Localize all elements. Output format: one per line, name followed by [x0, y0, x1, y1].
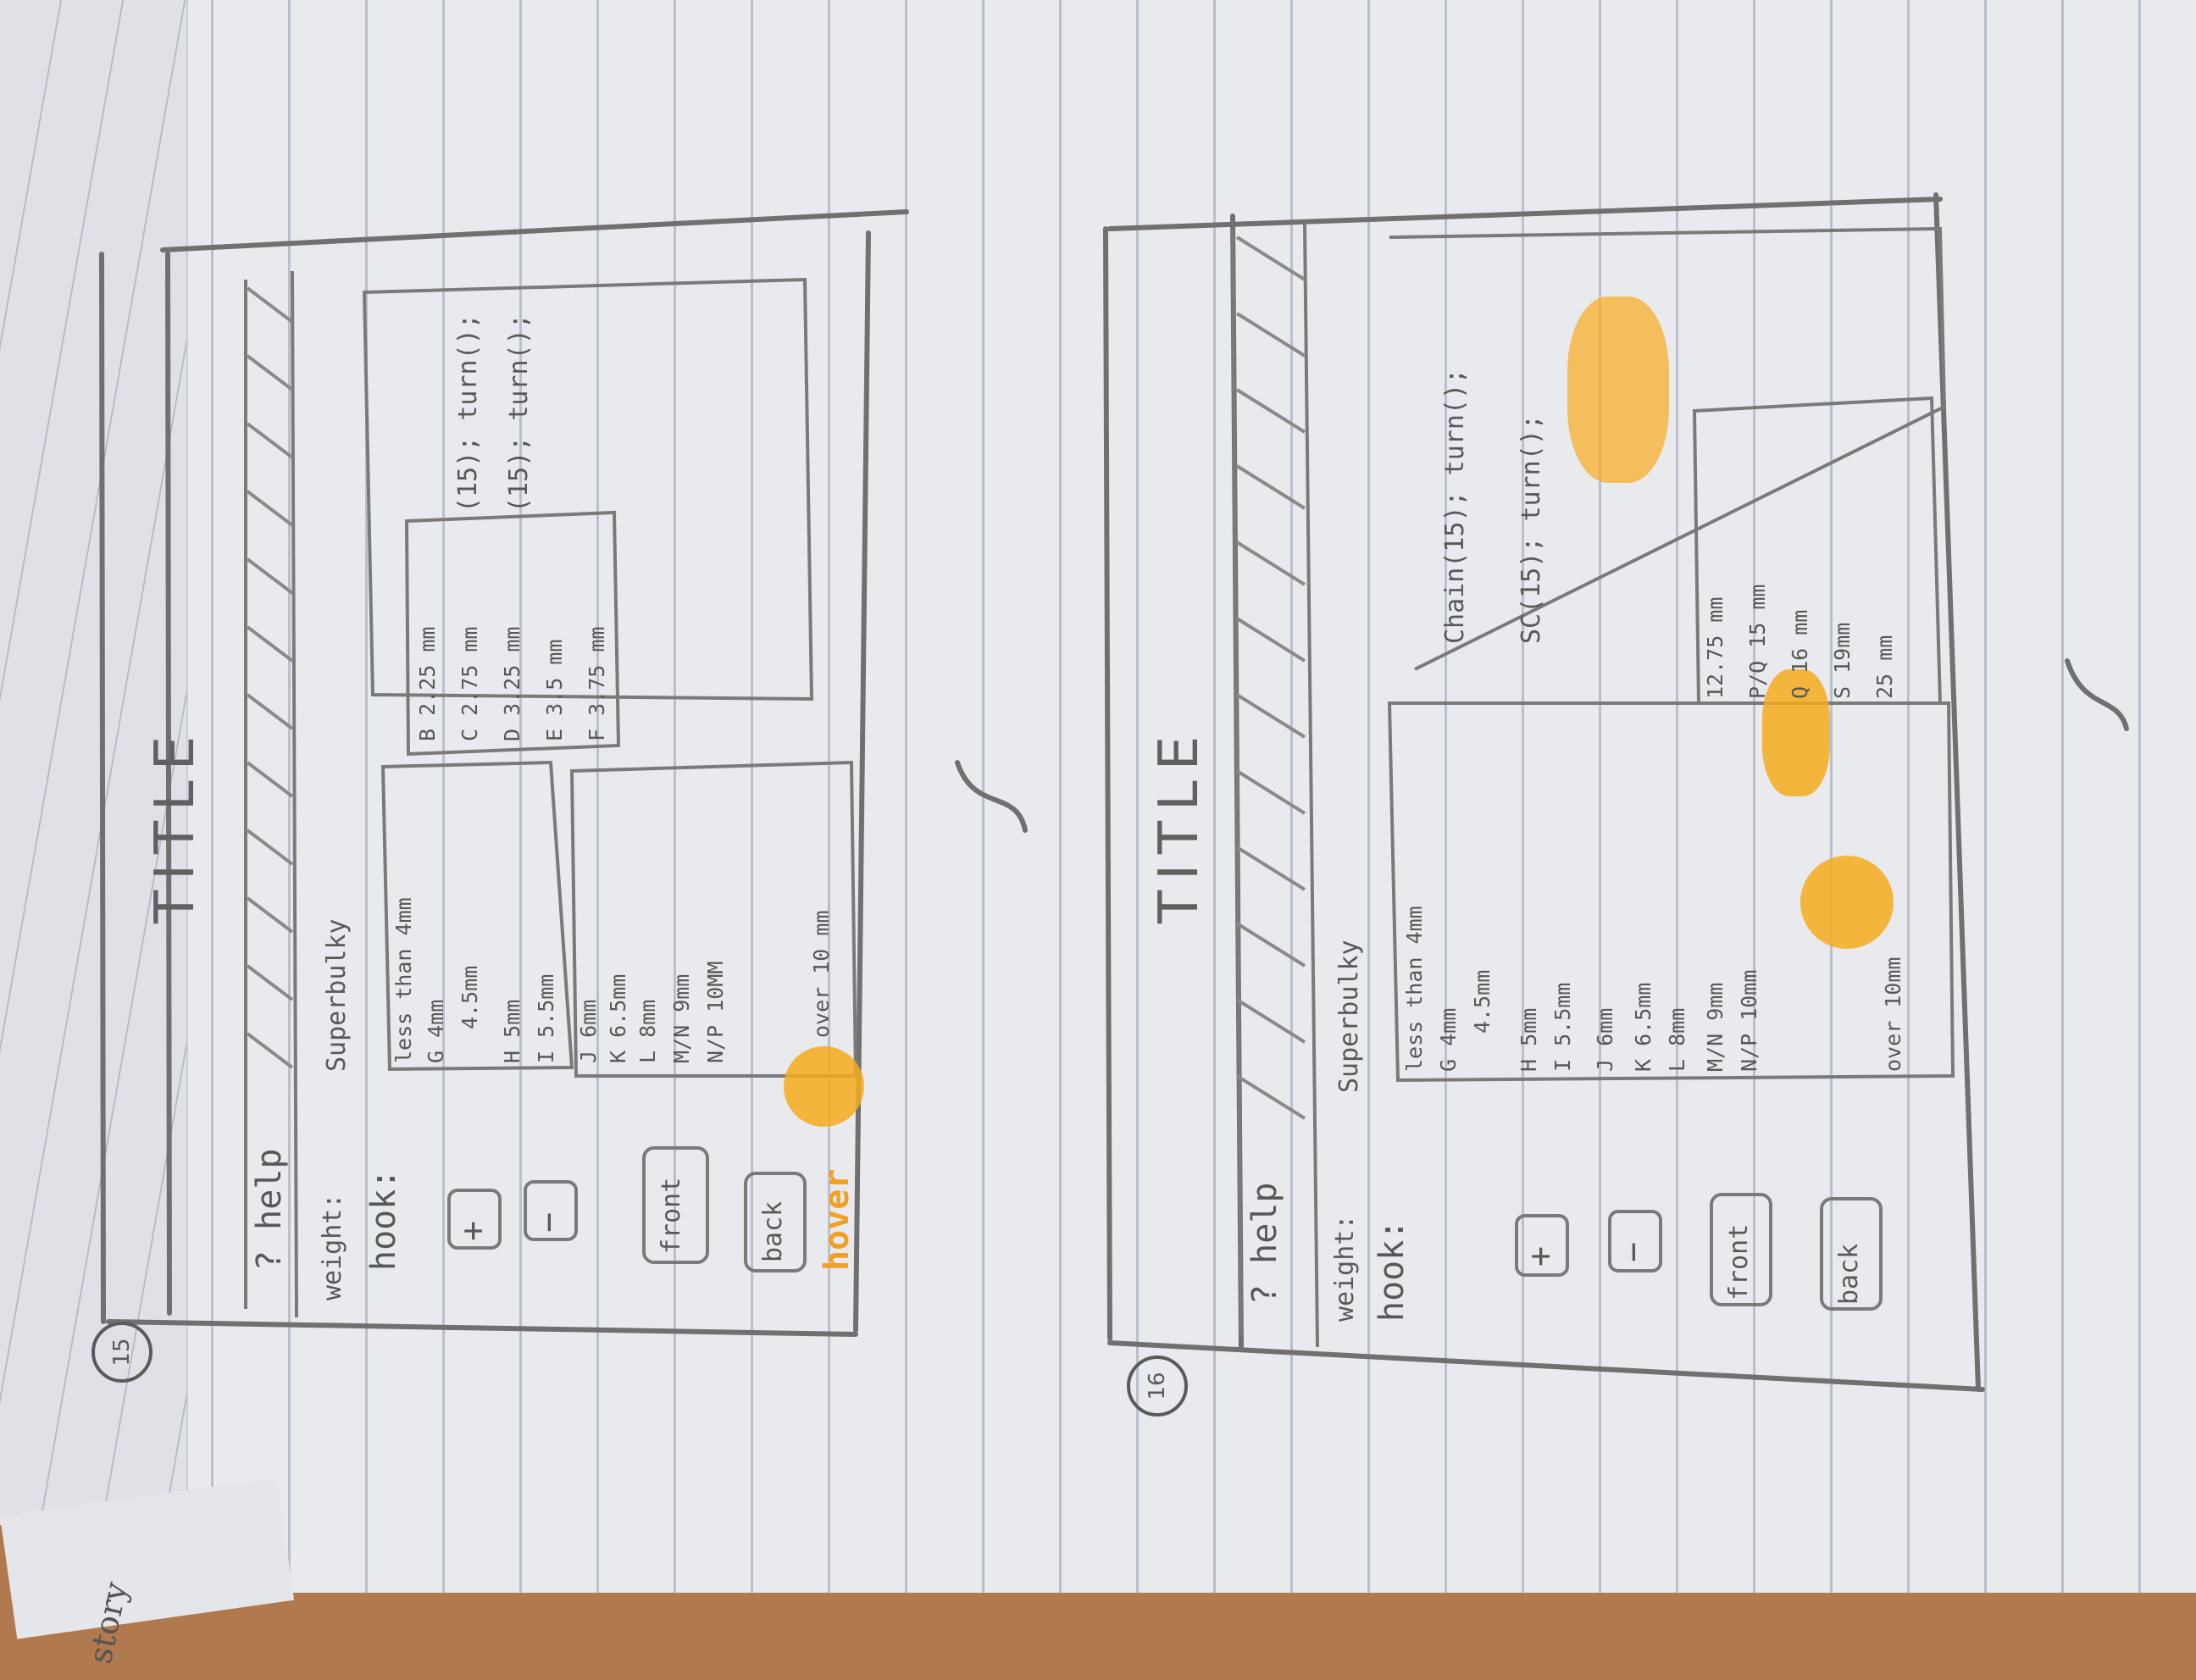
sketch-16-plus-box [1515, 1214, 1569, 1277]
arrow-2 [2065, 658, 2129, 731]
sketch-16-plus-button[interactable]: + [1521, 1245, 1560, 1267]
sketch-15-minus-button[interactable]: − [530, 1211, 568, 1233]
sketch-16-minus-button[interactable]: − [1614, 1241, 1653, 1262]
sketch-16-weight-value[interactable]: Superbulky [1334, 940, 1364, 1093]
sketch-15-size-1[interactable]: G 4mm [424, 999, 448, 1063]
sketch-15-help: ? help [250, 1148, 289, 1272]
sketch-16-size-0[interactable]: less than 4mm [1402, 906, 1427, 1072]
sketch-15-popout-2[interactable]: D 3.25 mm [500, 626, 524, 741]
sketch-15-back-button[interactable]: back [758, 1200, 788, 1262]
highlight-crossed-line [1567, 297, 1669, 483]
sketch-16-size-3[interactable]: H 5mm [1517, 1007, 1541, 1072]
sketch-15-size-4[interactable]: I 5.5mm [534, 973, 558, 1063]
sketch-15-code-line-0: (15); turn(); [453, 313, 483, 513]
sketch-16-size-10[interactable]: over 10mm [1881, 956, 1905, 1072]
sketch-16-size-2[interactable]: 4.5mm [1470, 969, 1494, 1034]
sketch-15-size-6[interactable]: K 6.5mm [606, 973, 630, 1063]
sketch-16-size-popout [1692, 396, 1943, 705]
sketch-15-code-panel [362, 277, 814, 701]
sketch-16-size-6[interactable]: K 6.5mm [1631, 982, 1655, 1072]
sketch-16-frame [1103, 192, 1985, 1392]
sketch-16-popout-4[interactable]: 25 mm [1872, 635, 1897, 699]
sketch-16-size-1[interactable]: G 4mm [1436, 1007, 1461, 1072]
sketch-15-code-line-1: (15); turn(); [504, 313, 534, 513]
sketch-15-weight-value[interactable]: Superbulky [322, 918, 352, 1072]
sketch-16-code-panel [1389, 226, 1947, 671]
sketch-16-size-7[interactable]: L 8mm [1665, 1007, 1689, 1072]
sketch-15-hover-note: hover [818, 1168, 857, 1271]
sketch-15-number: 15 [92, 1322, 152, 1383]
sketch-lines [99, 192, 2129, 1392]
sketch-16-size-8[interactable]: M/N 9mm [1703, 982, 1727, 1072]
sketch-15-size-9[interactable]: N/P 10MM [703, 961, 728, 1063]
sketch-16-front-button[interactable]: front [1724, 1223, 1754, 1300]
sketch-15-size-popout [404, 510, 621, 757]
sketch-16-size-5[interactable]: J 6mm [1593, 1007, 1617, 1072]
sketch-16-toolbar-hatch [1235, 236, 1306, 1120]
sketch-15-popout-4[interactable]: F 3.75 mm [585, 626, 609, 741]
sketch-16-hook-label: hook: [1372, 1219, 1411, 1322]
sketch-15-plus-button[interactable]: + [453, 1220, 492, 1241]
highlight-over-10mm [1800, 856, 1894, 949]
sketch-16-popout-0[interactable]: 12.75 mm [1703, 596, 1727, 699]
sketch-15-toolbar-bottom [291, 270, 298, 1318]
sketch-16-size-9[interactable]: N/P 10mm [1737, 969, 1761, 1072]
sketch-16-title: TITLE [1148, 725, 1211, 923]
sketch-15-header-line [165, 252, 172, 1316]
sketch-15-toolbar-hatch [246, 286, 294, 1069]
sketch-15-frame [99, 209, 909, 1337]
sketch-15-size-10[interactable]: over 10 mm [809, 910, 834, 1038]
sketch-16-popout-1[interactable]: P/Q 15 mm [1745, 584, 1770, 699]
sketch-15-hook-dropdown [380, 760, 574, 1072]
sketch-16-popout-2[interactable]: Q 16 mm [1788, 609, 1812, 699]
sketch-16-code-line-1: SC(15); turn(); [1517, 414, 1546, 644]
sketch-16-back-box [1820, 1197, 1883, 1311]
previous-page [0, 0, 188, 1525]
sketch-15-title: TITLE [144, 725, 207, 923]
highlight-popout [1762, 669, 1830, 796]
sketch-15-back-box [744, 1172, 807, 1272]
sketch-15-size-8[interactable]: M/N 9mm [669, 973, 694, 1063]
sketch-15-popout-0[interactable]: B 2.25 mm [415, 626, 440, 741]
sketch-15-minus-box [524, 1180, 578, 1241]
sketch-15-weight-label: weight: [318, 1193, 347, 1300]
sketch-15-popout-3[interactable]: E 3.5 mm [542, 639, 567, 741]
sketch-16-front-box [1710, 1193, 1772, 1306]
sketch-16-number: 16 [1127, 1356, 1188, 1417]
sketch-15-size-0[interactable]: less than 4mm [391, 897, 416, 1063]
sketch-16-help: ? help [1245, 1182, 1284, 1306]
sketch-16-weight-label: weight: [1330, 1214, 1360, 1322]
arrow-1 [955, 760, 1028, 833]
sketch-16-popout-3[interactable]: S 19mm [1830, 622, 1855, 699]
sketch-15-front-button[interactable]: front [657, 1177, 686, 1254]
sketch-15-hook-label: hook: [364, 1168, 403, 1271]
sketch-15-size-7[interactable]: L 8mm [635, 999, 660, 1063]
sketch-15-plus-box [447, 1189, 502, 1250]
sketch-15-popout-1[interactable]: C 2.75 mm [458, 626, 482, 741]
sketch-16-size-4[interactable]: I 5.5mm [1550, 982, 1575, 1072]
sketch-15-size-3[interactable]: H 5mm [500, 999, 524, 1063]
sketch-15-size-5[interactable]: J 6mm [576, 999, 601, 1063]
sketch-15-front-box [642, 1146, 709, 1264]
sketch-16-code-line-0: Chain(15); turn(); [1440, 368, 1470, 644]
sketch-16-toolbar-bottom [1303, 224, 1319, 1348]
sketch-16-minus-box [1608, 1210, 1662, 1272]
sketch-16-back-button[interactable]: back [1834, 1243, 1864, 1305]
sketch-15-size-2[interactable]: 4.5mm [458, 965, 482, 1029]
sketch-16-toolbar-top [1231, 228, 1243, 1335]
highlight-hover-over [784, 1046, 864, 1127]
